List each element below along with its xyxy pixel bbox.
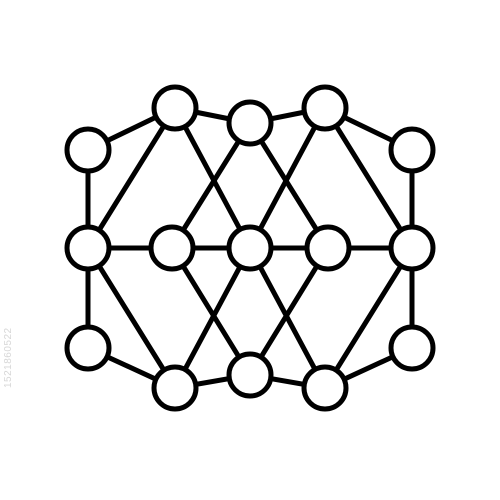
- mesh-node: [151, 84, 199, 132]
- mesh-node: [64, 224, 112, 272]
- mesh-node: [226, 224, 274, 272]
- mesh-edge: [169, 245, 253, 378]
- mesh-node: [226, 351, 274, 399]
- watermark-id: 1521860522: [3, 327, 14, 388]
- mesh-node: [226, 99, 274, 147]
- mesh-edge: [85, 245, 178, 391]
- mesh-edge: [322, 245, 415, 391]
- mesh-nodes: [64, 84, 436, 412]
- mesh-edge: [247, 120, 331, 251]
- mesh-node: [301, 364, 349, 412]
- mesh-edge: [247, 105, 328, 251]
- mesh-node: [148, 224, 196, 272]
- mesh-node: [64, 126, 112, 174]
- mesh-node: [151, 364, 199, 412]
- mesh-node: [301, 84, 349, 132]
- mesh-node: [304, 224, 352, 272]
- mesh-edge: [85, 105, 178, 251]
- mesh-edge: [247, 245, 331, 378]
- mesh-node: [388, 224, 436, 272]
- mesh-node: [388, 324, 436, 372]
- mesh-edge: [169, 120, 253, 251]
- mesh-node: [388, 126, 436, 174]
- mesh-edge: [172, 105, 253, 251]
- mesh-edge: [322, 105, 415, 251]
- mesh-node: [64, 324, 112, 372]
